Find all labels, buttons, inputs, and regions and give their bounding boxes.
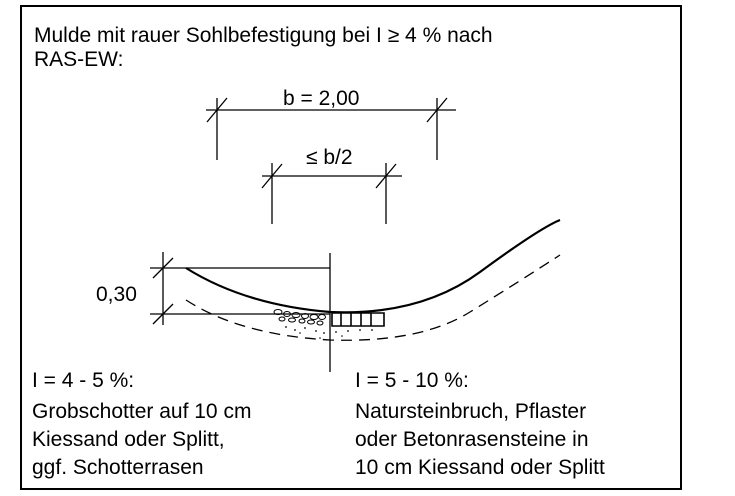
- right-note-line: oder Betonrasensteine in: [355, 428, 589, 451]
- sand-dots: [285, 326, 373, 339]
- title-line-1: Mulde mit rauer Sohlbefestigung bei I ≥ …: [34, 24, 493, 47]
- left-note-heading: I = 4 - 5 %:: [32, 369, 135, 392]
- dim-b-tick-right: [426, 97, 448, 123]
- half-width-dimension-label: ≤ b/2: [306, 146, 353, 169]
- width-dimension-label: b = 2,00: [283, 87, 360, 110]
- title-line-2: RAS-EW:: [34, 48, 124, 71]
- right-note-heading: I = 5 - 10 %:: [355, 369, 469, 392]
- dim-half-tick-left: [261, 163, 283, 189]
- ditch-bed-dashed: [185, 254, 561, 341]
- dim-depth-tick-bottom: [152, 303, 174, 325]
- left-note-line: Grobschotter auf 10 cm: [32, 400, 252, 423]
- coarse-gravel: [273, 309, 326, 326]
- dim-half-tick-right: [375, 163, 397, 189]
- left-note-line: ggf. Schotterrasen: [32, 456, 204, 479]
- right-note-line: Natursteinbruch, Pflaster: [355, 400, 587, 423]
- dim-b-tick-left: [206, 97, 228, 123]
- depth-dimension-label: 0,30: [96, 283, 137, 306]
- dim-depth-tick-top: [152, 257, 174, 279]
- ditch-surface-curve: [185, 218, 561, 314]
- right-note-line: 10 cm Kiessand oder Splitt: [355, 456, 605, 479]
- diagram-frame: [20, 5, 682, 490]
- paving-stones: [331, 312, 385, 327]
- left-note-line: Kiessand oder Splitt,: [32, 428, 225, 451]
